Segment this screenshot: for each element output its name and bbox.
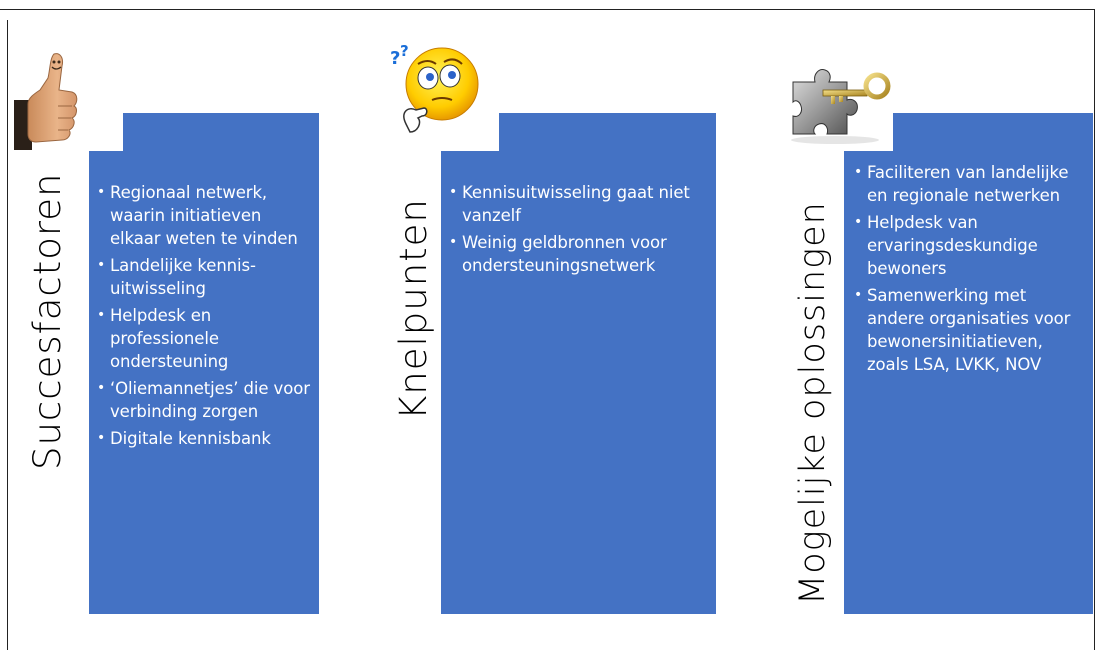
list-item: •Faciliteren van landelijke en regionale… (854, 163, 1069, 205)
slide-frame (0, 9, 1095, 650)
knelpunten-panel: •Kennisuitwisseling gaat niet vanzelf •W… (441, 151, 716, 614)
list-item: •Landelijke kennis-uitwisseling (97, 256, 256, 298)
thumbs-up-icon (14, 48, 78, 150)
oplossingen-panel-tab (893, 113, 1093, 153)
svg-text:?: ? (390, 48, 400, 69)
knelpunten-panel-tab (499, 113, 716, 153)
knelpunten-list: •Kennisuitwisseling gaat niet vanzelf •W… (449, 181, 708, 277)
svg-text:?: ? (400, 42, 409, 60)
succesfactoren-list: •Regionaal netwerk, waarin initiatieven … (97, 181, 311, 450)
succesfactoren-panel: •Regionaal netwerk, waarin initiatieven … (89, 151, 319, 614)
oplossingen-panel: •Faciliteren van landelijke en regionale… (844, 151, 1093, 614)
oplossingen-list: •Faciliteren van landelijke en regionale… (854, 161, 1085, 376)
thinking-smiley-icon: ? ? (388, 42, 486, 140)
list-item: •Kennisuitwisseling gaat niet vanzelf (449, 183, 690, 225)
list-item: •Digitale kennisbank (97, 429, 271, 448)
succesfactoren-heading: Succesfactoren (26, 172, 69, 470)
list-item: •Helpdesk en professionele ondersteuning (97, 306, 229, 371)
knelpunten-heading: Knelpunten (392, 198, 435, 420)
oplossingen-heading: Mogelijke oplossingen (793, 201, 833, 605)
slide-frame-left (7, 20, 8, 650)
puzzle-key-icon (783, 52, 891, 144)
list-item: •‘Oliemannetjes’ die voor verbinding zor… (97, 379, 310, 421)
list-item: •Samenwerking met andere organisaties vo… (854, 286, 1071, 374)
list-item: •Regionaal netwerk, waarin initiatieven … (97, 183, 298, 248)
list-item: •Helpdesk van ervaringsdeskundige bewone… (854, 213, 1038, 278)
list-item: •Weinig geldbronnen voor ondersteuningsn… (449, 233, 667, 275)
succesfactoren-panel-tab (123, 113, 319, 153)
